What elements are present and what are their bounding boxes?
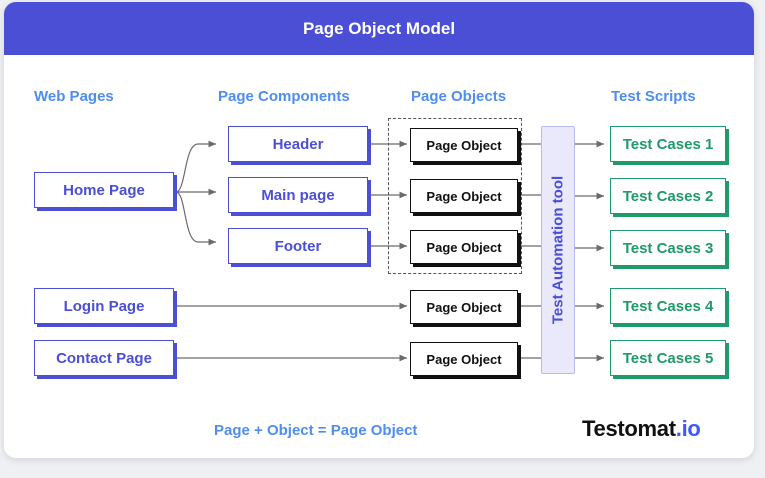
column-heading-page-components: Page Components — [218, 88, 350, 105]
connector-home-to-footer — [175, 191, 216, 246]
testomat-logo: Testomat.io — [582, 414, 701, 444]
test-case-label: Test Cases 1 — [622, 135, 714, 153]
test-case-label: Test Cases 2 — [622, 187, 714, 205]
page-object-label: Page Object — [426, 299, 502, 315]
column-heading-test-scripts: Test Scripts — [611, 88, 696, 105]
column-heading-page-objects: Page Objects — [411, 88, 507, 105]
test-case-label: Test Cases 5 — [622, 349, 714, 367]
component-label: Main page — [261, 186, 335, 204]
logo-main-text: Testomat — [582, 416, 676, 441]
web-page-label: Login Page — [63, 297, 145, 315]
test-case-5: Test Cases 5 — [610, 340, 726, 376]
web-page-contact: Contact Page — [34, 340, 174, 376]
component-footer: Footer — [228, 228, 368, 264]
connector-lines — [175, 140, 604, 362]
page-object-3: Page Object — [410, 230, 518, 264]
page-object-1: Page Object — [410, 128, 518, 162]
test-case-1: Test Cases 1 — [610, 126, 726, 162]
page-object-label: Page Object — [426, 137, 502, 153]
test-case-4: Test Cases 4 — [610, 288, 726, 324]
page-object-label: Page Object — [426, 239, 502, 255]
connector-home-to-header — [175, 140, 216, 193]
diagram-card: Page Object Model Web Pages Page Compone… — [4, 2, 754, 458]
page-object-label: Page Object — [426, 188, 502, 204]
web-page-label: Contact Page — [56, 349, 152, 367]
web-page-label: Home Page — [63, 181, 145, 199]
test-case-label: Test Cases 4 — [622, 297, 714, 315]
page-object-5: Page Object — [410, 342, 518, 376]
web-page-home: Home Page — [34, 172, 174, 208]
component-page-objects-group — [388, 118, 522, 274]
test-automation-tool-label: Test Automation tool — [549, 175, 567, 325]
page-object-label: Page Object — [426, 351, 502, 367]
component-label: Header — [272, 135, 324, 153]
page-object-equation: Page + Object = Page Object — [214, 422, 418, 439]
test-case-3: Test Cases 3 — [610, 230, 726, 266]
web-page-login: Login Page — [34, 288, 174, 324]
page-object-4: Page Object — [410, 290, 518, 324]
diagram-title: Page Object Model — [302, 18, 456, 38]
component-header: Header — [228, 126, 368, 162]
test-case-label: Test Cases 3 — [622, 239, 714, 257]
component-label: Footer — [274, 237, 322, 255]
component-main-page: Main page — [228, 177, 368, 213]
test-automation-tool: Test Automation tool — [541, 126, 575, 374]
diagram-header: Page Object Model — [4, 2, 754, 55]
column-heading-web-pages: Web Pages — [34, 88, 114, 105]
page-object-2: Page Object — [410, 179, 518, 213]
logo-suffix-text: .io — [675, 416, 701, 441]
test-case-2: Test Cases 2 — [610, 178, 726, 214]
